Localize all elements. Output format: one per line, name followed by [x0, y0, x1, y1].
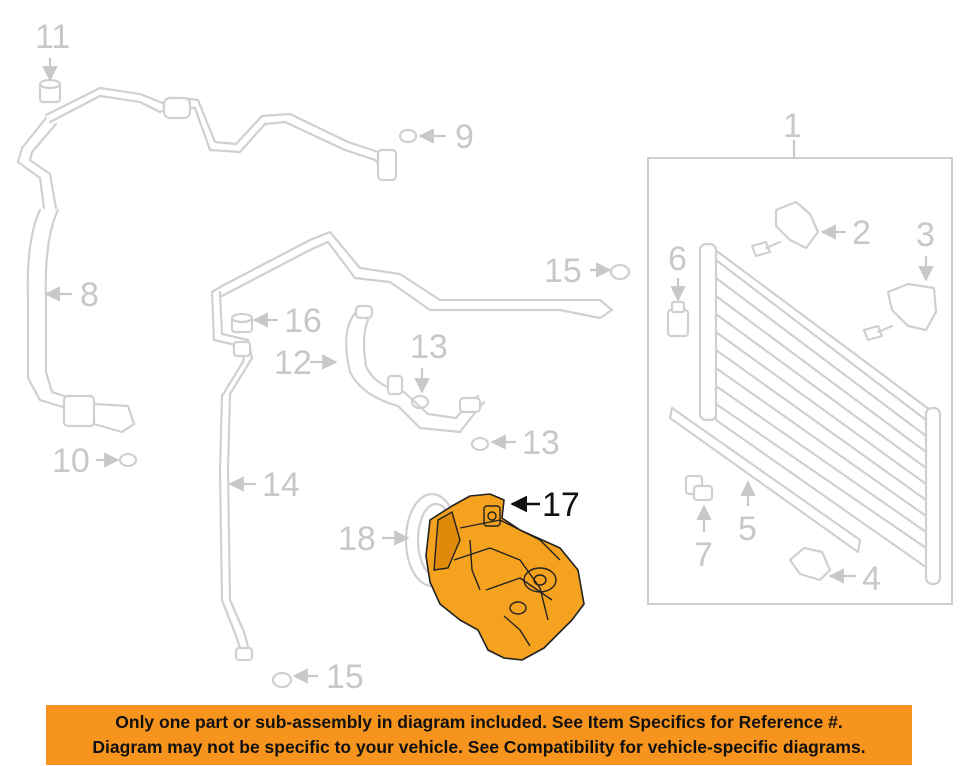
- disclaimer-line-1: Only one part or sub-assembly in diagram…: [115, 712, 843, 732]
- part-9-o-ring: [398, 128, 418, 144]
- callout-13-lower: 13: [522, 424, 560, 462]
- callout-8: 8: [80, 276, 99, 314]
- part-7-plug: [684, 474, 714, 502]
- callout-3: 3: [916, 216, 935, 254]
- callout-17: 17: [542, 486, 580, 524]
- part-1-condenser-box: [647, 140, 953, 605]
- callout-7: 7: [694, 536, 713, 574]
- part-13-o-ring-upper: [410, 394, 430, 410]
- part-13-o-ring-lower: [470, 436, 490, 452]
- callout-4: 4: [862, 560, 881, 598]
- callout-10: 10: [52, 442, 90, 480]
- callout-9: 9: [455, 118, 474, 156]
- callout-2: 2: [852, 214, 871, 252]
- part-2-bracket: [750, 200, 820, 258]
- callout-11: 11: [35, 18, 70, 56]
- callout-6: 6: [668, 240, 687, 278]
- disclaimer-line-2: Diagram may not be specific to your vehi…: [92, 737, 866, 757]
- part-12-hose: [345, 304, 486, 434]
- condenser-core: [698, 242, 942, 586]
- part-15-o-ring-lower: [271, 671, 293, 689]
- callout-15-upper: 15: [544, 252, 582, 290]
- part-5-seal-strip: [668, 406, 862, 554]
- callout-12: 12: [274, 344, 312, 382]
- callout-18: 18: [338, 520, 376, 558]
- disclaimer-banner: Only one part or sub-assembly in diagram…: [46, 705, 912, 765]
- part-11-cap: [38, 78, 62, 104]
- callout-13-upper: 13: [410, 328, 448, 366]
- callout-1: 1: [783, 107, 802, 145]
- part-15-o-ring-upper: [609, 263, 631, 281]
- part-3-bracket: [862, 282, 938, 342]
- callout-16: 16: [284, 302, 322, 340]
- part-6-sensor: [666, 300, 690, 338]
- callout-5: 5: [738, 510, 757, 548]
- part-14-pipe: [210, 230, 614, 662]
- callout-14: 14: [262, 466, 300, 504]
- part-8-hose-line: [16, 86, 398, 434]
- part-17-compressor: [425, 493, 585, 661]
- part-4-bracket: [788, 546, 832, 582]
- part-16-cap: [230, 312, 254, 334]
- callout-15-lower: 15: [326, 658, 364, 696]
- part-10-o-ring: [118, 452, 138, 468]
